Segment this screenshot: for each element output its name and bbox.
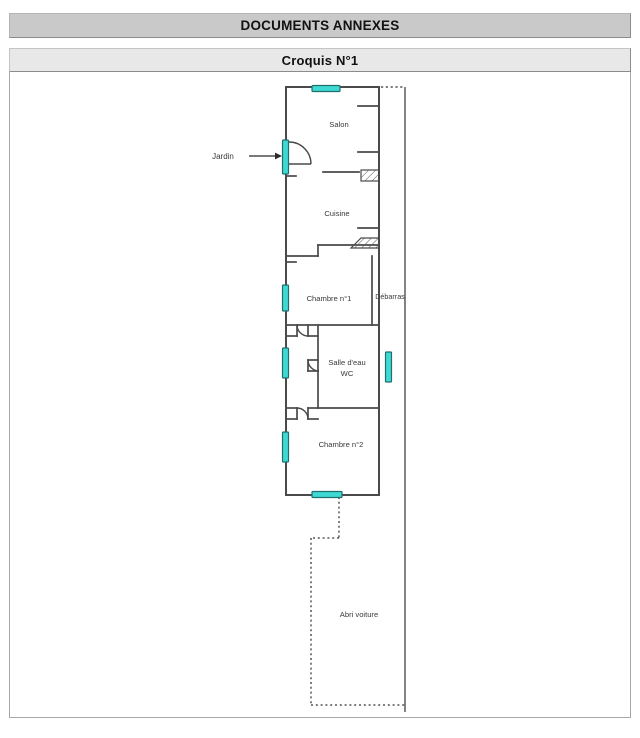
room-label-salle-deau: Salle d'eau [328,358,365,367]
documents-annexes-title-bar: DOCUMENTS ANNEXES [9,13,631,38]
window-entry-door [281,139,290,175]
hatched-fixtures [349,169,380,249]
room-label-wc: WC [341,369,354,378]
hatch-salon-fixture [360,169,380,182]
room-label-chambre-1: Chambre n°1 [307,294,352,303]
croquis-n1-floorplan: Jardin Salon Cuisine Chambre n°1 Débarra… [212,84,406,712]
floorplan-frame: Jardin Salon Cuisine Chambre n°1 Débarra… [9,72,631,718]
house-outer-walls [285,86,380,496]
croquis-title: Croquis N°1 [281,52,359,68]
room-label-chambre-2: Chambre n°2 [319,440,364,449]
croquis-subtitle-bar: Croquis N°1 [9,48,631,72]
room-label-debarras: Débarras [375,292,405,301]
jardin-annotation: Jardin [212,152,282,161]
window-salon-north [311,84,341,93]
room-label-abri-voiture: Abri voiture [340,610,378,619]
window-chambre2-south [311,490,343,499]
window-chambre1-west [281,284,290,312]
door-swings [288,141,320,420]
window-hall-west [281,347,290,379]
annotation-label-jardin: Jardin [212,152,234,161]
page-title: DOCUMENTS ANNEXES [240,18,400,33]
room-label-cuisine: Cuisine [324,209,349,218]
corridor-jog-walls [285,324,319,420]
jardin-arrow-head [275,152,282,160]
hatch-cuisine-fixture [349,237,380,249]
window-markers [281,84,393,499]
window-chambre2-west [281,431,290,463]
room-label-salon: Salon [329,120,348,129]
abri-voiture-outline [310,497,405,706]
window-salledeau-east [384,351,393,383]
